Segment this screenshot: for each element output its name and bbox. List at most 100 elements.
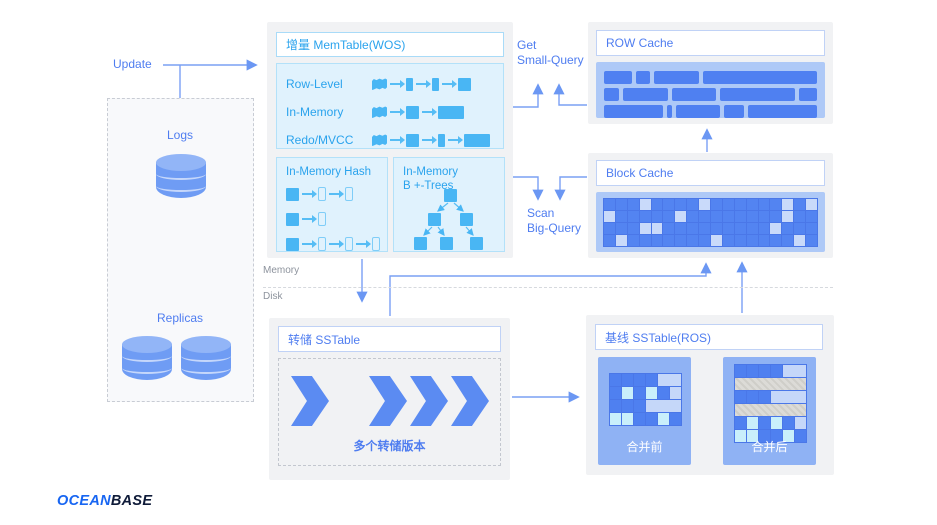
block-cache-grid bbox=[603, 198, 818, 247]
row-cache-block bbox=[676, 105, 721, 118]
merge-cell bbox=[747, 430, 758, 442]
block-cache-cell bbox=[770, 199, 782, 210]
block-cache-cell bbox=[687, 235, 699, 246]
flag-icon bbox=[372, 134, 387, 146]
row-cache-block bbox=[724, 105, 745, 118]
block-cache-cell bbox=[639, 199, 651, 210]
block-cache-cell bbox=[604, 235, 615, 246]
wrect-icon bbox=[438, 105, 464, 119]
arrow-icon bbox=[416, 80, 431, 88]
node-icon bbox=[318, 187, 326, 201]
square-icon bbox=[406, 105, 419, 119]
inmemory-hash-panel: In-Memory Hash bbox=[276, 157, 388, 252]
merge-cell bbox=[634, 374, 645, 386]
row-cache-row bbox=[602, 71, 819, 84]
block-cache-cell bbox=[627, 211, 639, 222]
block-cache-cell bbox=[699, 223, 710, 234]
merge-after-grid bbox=[734, 364, 807, 443]
block-cache-cell bbox=[627, 199, 639, 210]
flag-icon bbox=[372, 78, 387, 90]
merge-cell bbox=[771, 365, 782, 377]
block-cache-cell bbox=[722, 211, 734, 222]
hash-chain-row bbox=[277, 233, 387, 255]
chevron-icon bbox=[369, 376, 407, 426]
memtable-title-text: 增量 MemTable(WOS) bbox=[286, 38, 406, 52]
merge-cell bbox=[658, 387, 669, 399]
hash-chain-row bbox=[277, 208, 387, 230]
block-cache-cell bbox=[758, 211, 770, 222]
merge-cell bbox=[646, 400, 681, 412]
bucket-icon bbox=[286, 212, 299, 226]
merge-cell bbox=[759, 417, 770, 429]
block-cache-cell bbox=[675, 223, 687, 234]
arrow-icon bbox=[329, 190, 344, 198]
node-icon bbox=[318, 237, 326, 251]
block-cache-cell bbox=[604, 223, 615, 234]
block-cache-cell bbox=[651, 211, 663, 222]
merge-cell bbox=[783, 365, 806, 377]
bucket-icon bbox=[286, 237, 299, 251]
vrect-icon bbox=[406, 77, 413, 91]
chevron-group bbox=[291, 376, 329, 426]
arrow-icon bbox=[390, 108, 405, 116]
merge-cell bbox=[658, 374, 681, 386]
merge-cell bbox=[610, 374, 621, 386]
block-cache-cell bbox=[627, 223, 639, 234]
block-cache-cell bbox=[734, 223, 746, 234]
replicas-label: Replicas bbox=[156, 311, 204, 325]
block-cache-section: Block Cache bbox=[588, 153, 833, 258]
hash-chain-row bbox=[277, 183, 387, 205]
disk-label: Disk bbox=[263, 291, 283, 302]
node-icon bbox=[345, 237, 353, 251]
merge-cell bbox=[735, 430, 746, 442]
rowcache-get-arrow bbox=[553, 83, 587, 106]
merge-cell bbox=[634, 400, 645, 412]
row-cache-block bbox=[654, 71, 700, 84]
block-cache-cell bbox=[794, 235, 806, 246]
logs-database-icon bbox=[156, 152, 206, 198]
row-cache-row bbox=[602, 88, 819, 101]
row-cache-block bbox=[604, 105, 664, 118]
merge-before-label: 合并前 bbox=[626, 440, 663, 454]
block-cache-cell bbox=[758, 223, 770, 234]
update-label: Update bbox=[113, 57, 152, 71]
row-cache-row bbox=[602, 105, 819, 118]
block-cache-cell bbox=[794, 199, 806, 210]
block-cache-cell bbox=[746, 235, 758, 246]
row-cache-block bbox=[636, 71, 651, 84]
merge-cell bbox=[646, 413, 657, 425]
block-cache-cell bbox=[663, 223, 675, 234]
row-cache-blocks-panel bbox=[596, 62, 825, 118]
block-cache-cell bbox=[770, 235, 782, 246]
vrect-icon bbox=[432, 77, 439, 91]
merge-cell bbox=[771, 430, 782, 442]
chevron-icon bbox=[410, 376, 448, 426]
row-cache-block bbox=[703, 71, 817, 84]
merge-cell bbox=[670, 387, 681, 399]
merge-after-label: 合并后 bbox=[751, 440, 788, 454]
hash-panel-title: In-Memory Hash bbox=[286, 166, 371, 178]
block-cache-grid-panel bbox=[596, 192, 825, 252]
block-cache-cell bbox=[675, 235, 687, 246]
block-cache-cell bbox=[758, 199, 770, 210]
btree-panel-title: In-Memory B +-Trees bbox=[403, 166, 458, 192]
block-cache-cell bbox=[758, 235, 770, 246]
block-cache-cell bbox=[639, 211, 651, 222]
block-cache-cell bbox=[639, 223, 651, 234]
merge-cell bbox=[735, 365, 746, 377]
merge-cell bbox=[735, 391, 746, 403]
merge-cell bbox=[771, 417, 782, 429]
block-cache-cell bbox=[770, 223, 782, 234]
merge-cell bbox=[735, 378, 806, 390]
merge-cell bbox=[759, 430, 770, 442]
block-cache-cell bbox=[604, 211, 615, 222]
merge-cell bbox=[747, 417, 758, 429]
replica-database-icon bbox=[122, 334, 172, 380]
row-cache-block bbox=[604, 71, 633, 84]
block-cache-cell bbox=[734, 199, 746, 210]
merge-cell bbox=[783, 430, 794, 442]
arrow-icon bbox=[356, 240, 371, 248]
arrow-icon bbox=[329, 240, 344, 248]
